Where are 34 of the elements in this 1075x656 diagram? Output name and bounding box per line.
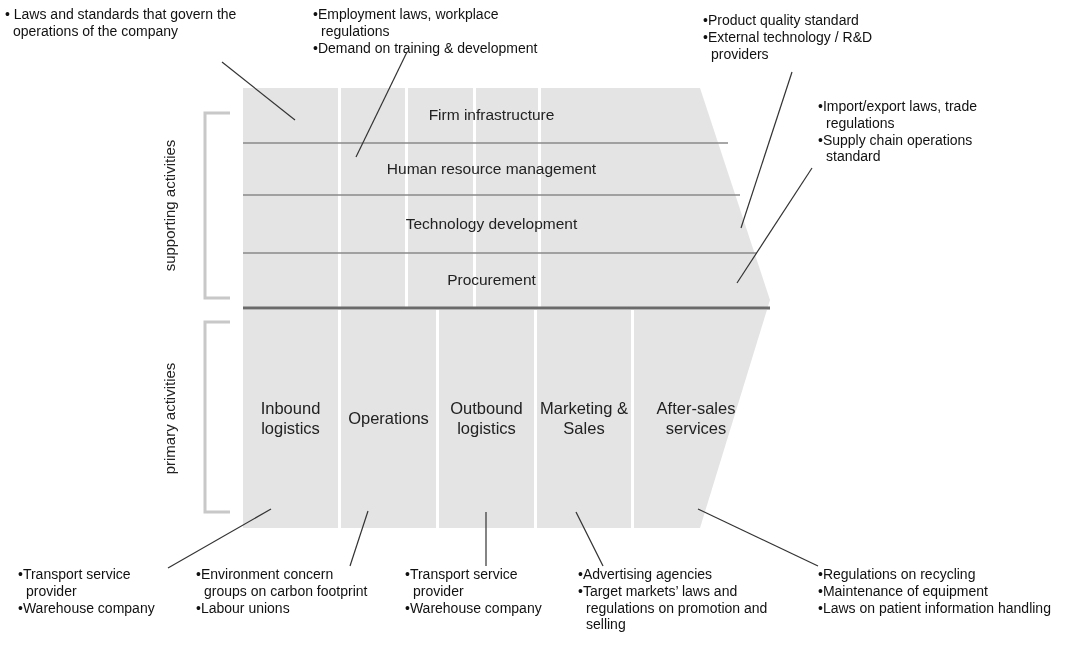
callout-text: •Laws on patient information handling <box>818 599 1052 617</box>
activity-group-label: primary activities <box>161 362 179 474</box>
leader-line <box>355 51 408 158</box>
leader-line <box>349 510 369 567</box>
callout-text: •Warehouse company <box>405 599 543 617</box>
leader-line <box>697 508 819 567</box>
activity-group-label: supporting activities <box>161 139 179 271</box>
leader-line <box>221 61 296 121</box>
callout-text: •Transport service provider <box>405 566 519 600</box>
callout-text: •Demand on training & development <box>313 39 539 57</box>
callout-text: •Warehouse company <box>18 599 156 617</box>
callout-text: •External technology / R&D providers <box>703 28 874 63</box>
callout-text: •Supply chain operations standard <box>818 131 974 166</box>
activity-column: Outbound logistics <box>439 310 534 528</box>
activity-column: Operations <box>341 310 436 528</box>
leader-line <box>736 167 813 284</box>
activity-band: Procurement <box>243 253 770 308</box>
callout-text: •Target markets’ laws and regulations on promotion and selling <box>578 582 769 634</box>
callout-text: •Labour unions <box>196 599 291 617</box>
callout-text: •Import/export laws, trade regulations <box>818 98 978 132</box>
leader-line <box>740 71 793 229</box>
callout-text: •Environment concern groups on carbon footprint <box>196 566 369 600</box>
callout-text: •Employment laws, workplace regulations <box>313 6 500 40</box>
callout-text: •Advertising agencies <box>578 566 714 583</box>
leader-line <box>485 511 487 567</box>
leader-line <box>167 508 272 569</box>
leader-line <box>575 511 604 567</box>
activity-column: Marketing & Sales <box>537 310 631 528</box>
callout-text: •Product quality standard <box>703 12 860 29</box>
callout-text: •Regulations on recycling <box>818 566 977 583</box>
callout-text: •Transport service provider <box>18 566 132 600</box>
callout-text: •Maintenance of equipment <box>818 582 989 600</box>
activity-column: Inbound logistics <box>243 310 338 528</box>
callout-text: • Laws and standards that govern the operations of the company <box>5 6 238 40</box>
